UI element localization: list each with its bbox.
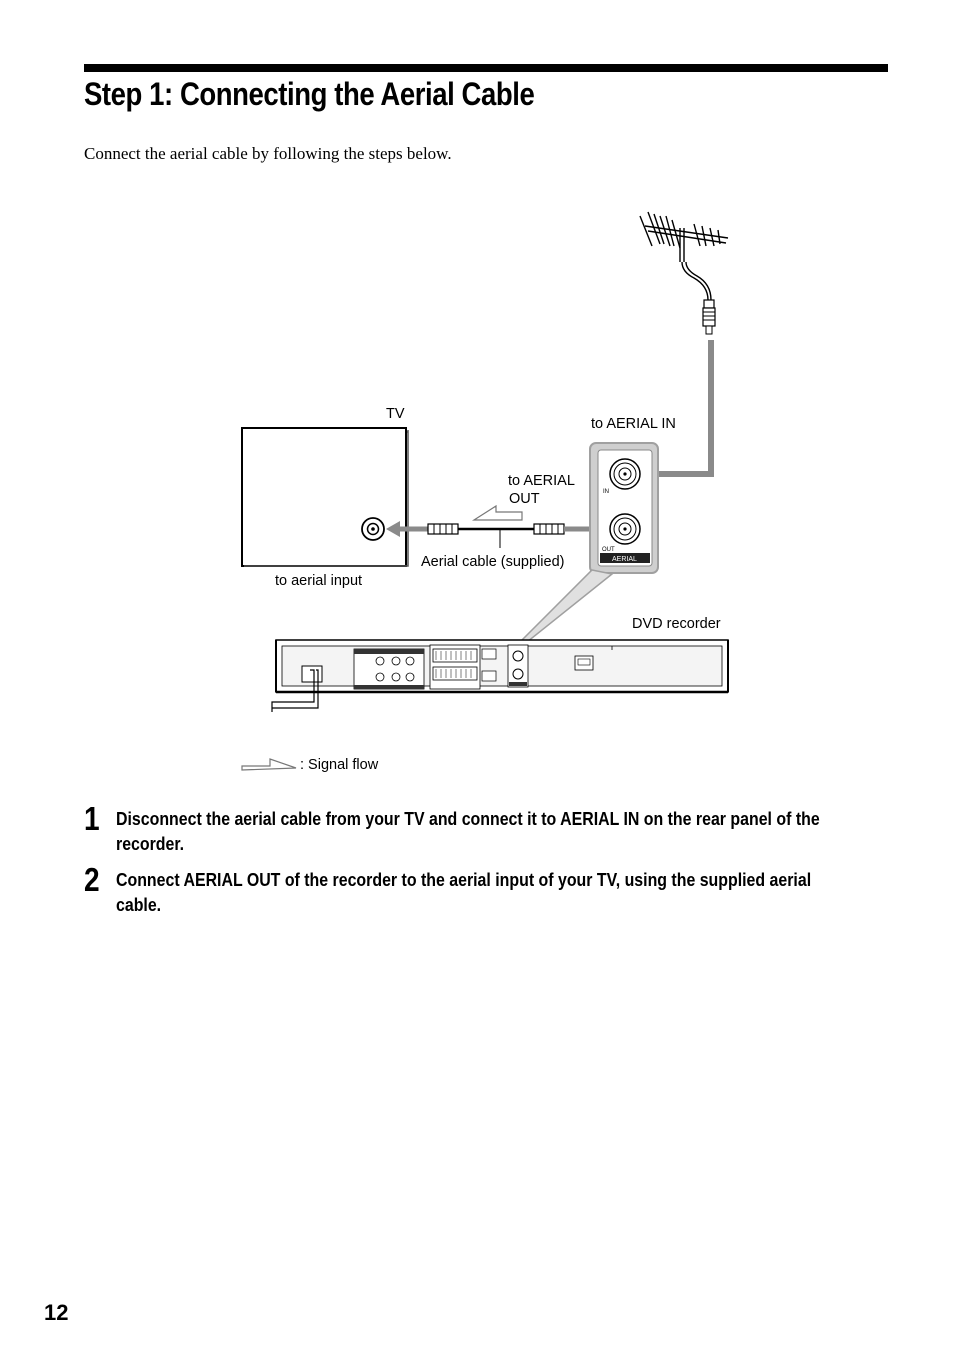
step-text: Connect AERIAL OUT of the recorder to th… — [116, 869, 812, 915]
supplied-aerial-cable — [386, 521, 604, 548]
to-aerial-in-label: to AERIAL IN — [591, 416, 676, 432]
intro-text: Connect the aerial cable by following th… — [84, 144, 452, 163]
tv-body — [241, 427, 407, 567]
legend-arrow-icon — [241, 758, 297, 771]
step-number: 2 — [84, 861, 100, 898]
step-text: Disconnect the aerial cable from your TV… — [116, 808, 820, 854]
panel-in-label: IN — [603, 489, 609, 495]
antenna-icon — [639, 211, 729, 301]
page-title: Step 1: Connecting the Aerial Cable — [84, 76, 535, 112]
page-number: 12 — [44, 1300, 69, 1325]
tv-label: TV — [386, 406, 405, 422]
legend-signal-flow: : Signal flow — [300, 757, 379, 773]
to-aerial-input-label: to aerial input — [275, 573, 362, 589]
aerial-cable-label: Aerial cable (supplied) — [421, 554, 564, 570]
signal-flow-arrow — [471, 504, 523, 521]
tv-aerial-jack — [361, 517, 385, 541]
antenna-cable — [652, 340, 714, 477]
to-aerial-out-label-2: OUT — [509, 491, 540, 507]
panel-aerial-label: AERIAL — [612, 556, 637, 563]
to-aerial-out-label: to AERIAL — [508, 473, 575, 489]
title-rule — [84, 64, 888, 72]
dvd-recorder-label: DVD recorder — [632, 616, 721, 632]
dvd-recorder-rear — [271, 639, 729, 712]
aerial-panel-zoom — [589, 442, 659, 574]
zoom-wedge — [518, 569, 614, 643]
antenna-plug — [702, 299, 716, 335]
connection-diagram: TV to aerial input to AERIAL OUT Aerial … — [241, 211, 729, 773]
step-number: 1 — [84, 800, 100, 837]
panel-out-label: OUT — [602, 547, 615, 553]
